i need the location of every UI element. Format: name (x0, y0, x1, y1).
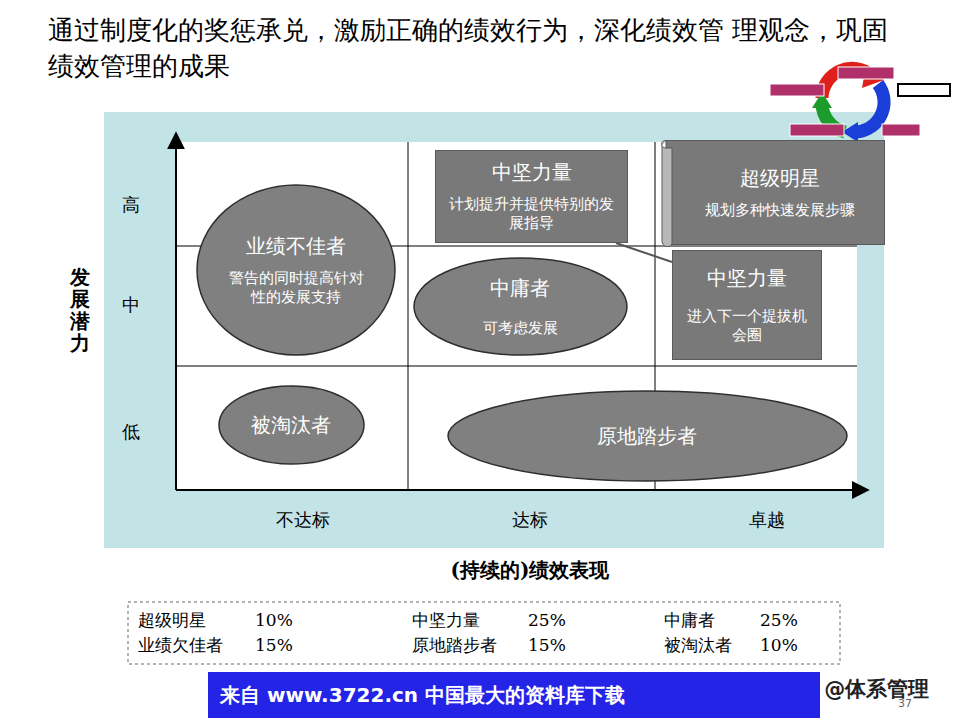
axis-tick: 低 (122, 420, 140, 444)
page-number: 37 (898, 697, 912, 710)
grid-line (408, 142, 409, 490)
ellipse-region: 中庸者可考虑发展 (413, 257, 628, 356)
scroll-curl (662, 141, 673, 247)
node-title: 业绩不佳者 (246, 234, 346, 259)
axis-tick: 不达标 (276, 508, 330, 532)
box-fill (436, 151, 628, 243)
ellipse-fill (448, 391, 847, 481)
node-title: 来自 www.3722.cn 中国最大的资料库下载 (220, 683, 625, 708)
node-title: 原地踏步者 (597, 424, 697, 449)
ellipse-fill (219, 386, 364, 464)
category-box: 中坚力量计划提升并提供特别的发展指导 (435, 150, 628, 243)
table-cell: 10% (760, 635, 798, 655)
node-content: 原地踏步者 (511, 390, 784, 482)
chart-panel (104, 112, 884, 548)
axis-title: (持续的)绩效表现 (451, 557, 610, 584)
node-body: 计划提升并提供特别的发展指导 (445, 195, 618, 233)
table-cell: 25% (760, 610, 798, 630)
node-body: 警告的同时提高针对性的发展支持 (228, 269, 364, 307)
node-body: 进入下一个提拔机会圈 (682, 307, 812, 345)
axis-tick: 中 (122, 293, 140, 317)
node-content: 业绩不佳者警告的同时提高针对性的发展支持 (228, 184, 364, 356)
slide-title: 通过制度化的奖惩承兑，激励正确的绩效行为，深化绩效管 理观念，巩固绩效管理的成果 (48, 12, 908, 84)
legend-frame (128, 602, 840, 664)
table-cell: 10% (255, 610, 293, 630)
band-fill (208, 672, 820, 718)
node-title: 中坚力量 (707, 266, 787, 291)
ellipse-outline (413, 257, 628, 356)
y-axis (175, 133, 177, 490)
table-cell: 25% (528, 610, 566, 630)
ellipse-fill (414, 258, 627, 355)
axis-tick: 高 (122, 193, 140, 217)
node-title: 被淘汰者 (251, 413, 331, 438)
node-body: 规划多种快速发展步骤 (705, 201, 855, 220)
grid-line (177, 366, 857, 367)
table-cell: 15% (528, 635, 566, 655)
scroll-outline (660, 140, 885, 245)
logo-bar (898, 84, 950, 96)
logo-bar (770, 84, 824, 96)
node-title: 中坚力量 (492, 160, 572, 185)
axis-tick: 卓越 (749, 508, 785, 532)
logo-bar (790, 124, 844, 136)
axis-title: 发展潜力 (70, 266, 90, 354)
table-cell: 15% (255, 635, 293, 655)
node-body: 可考虑发展 (483, 319, 558, 338)
table-cell: 原地踏步者 (412, 634, 497, 657)
logo-bar (838, 67, 894, 79)
table-cell: 业绩欠佳者 (138, 634, 223, 657)
scroll-fill (666, 141, 885, 245)
ellipse-region: 被淘汰者 (218, 385, 365, 465)
ellipse-fill (197, 185, 395, 355)
ellipse-region: 原地踏步者 (447, 390, 848, 482)
node-title: 中庸者 (490, 276, 550, 301)
box-fill (673, 251, 822, 360)
scroll-box: 超级明星规划多种快速发展步骤 (660, 140, 885, 245)
node-content: 中庸者可考虑发展 (447, 257, 593, 356)
footer-band: 来自 www.3722.cn 中国最大的资料库下载 (208, 672, 820, 718)
node-content: 中坚力量计划提升并提供特别的发展指导 (445, 150, 618, 243)
table-cell: 被淘汰者 (664, 634, 732, 657)
axis-tick: 达标 (512, 508, 548, 532)
node-content: 来自 www.3722.cn 中国最大的资料库下载 (208, 672, 820, 718)
cycle-logo (770, 66, 950, 142)
node-content: 超级明星规划多种快速发展步骤 (684, 140, 875, 245)
node-title: 超级明星 (740, 166, 820, 191)
ellipse-region: 业绩不佳者警告的同时提高针对性的发展支持 (196, 184, 396, 356)
node-content: 被淘汰者 (242, 385, 342, 465)
node-content: 中坚力量进入下一个提拔机会圈 (682, 250, 812, 360)
table-cell: 中坚力量 (412, 609, 480, 632)
category-box: 中坚力量进入下一个提拔机会圈 (672, 250, 822, 360)
table-cell: 超级明星 (138, 609, 206, 632)
x-axis (176, 489, 868, 491)
logo-bar (882, 124, 920, 136)
table-cell: 中庸者 (664, 609, 715, 632)
